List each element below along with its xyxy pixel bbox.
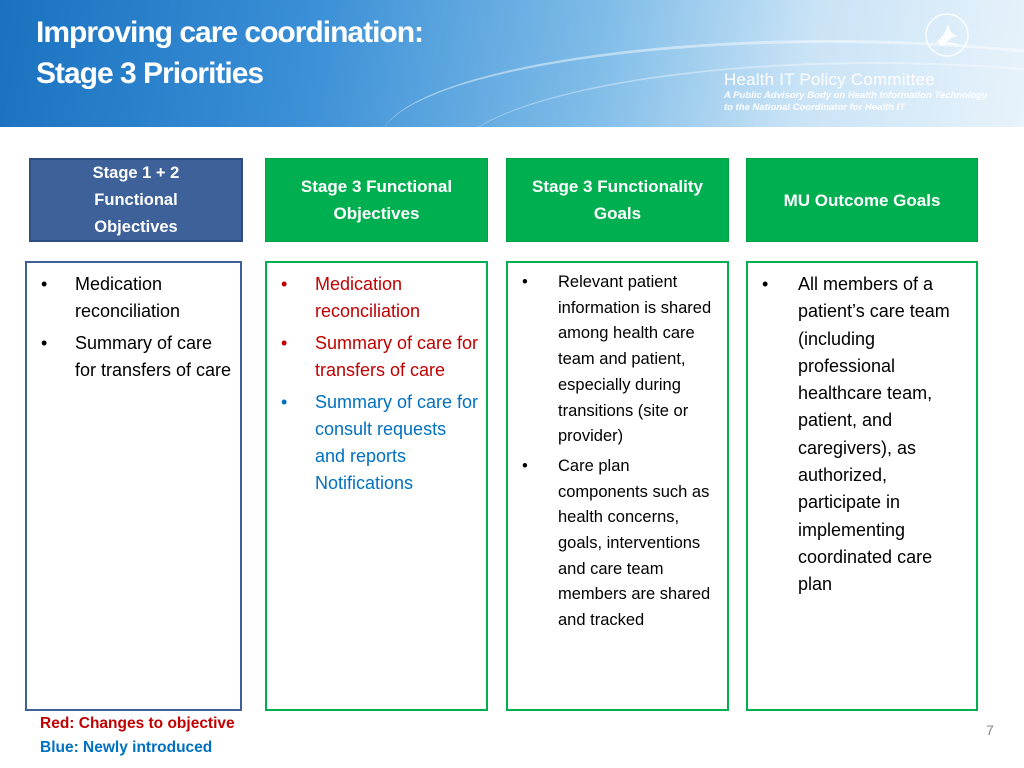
- header-label: Stage 3 Functional Objectives: [300, 177, 453, 223]
- legend-red-label: Red: Changes to objective: [40, 715, 235, 732]
- column-stage-3-goals: • Relevant patient information is shared …: [506, 261, 729, 711]
- list-item: • All members of a patient’s care team (i…: [756, 271, 971, 599]
- bullet-list: • All members of a patient’s care team (i…: [756, 271, 971, 599]
- list-item-text: Medication reconciliation: [315, 274, 421, 321]
- committee-branding: Health IT Policy Committee A Public Advi…: [724, 70, 987, 114]
- bullet-list: • Relevant patient information is shared …: [516, 270, 721, 638]
- list-item-text: Summary of care for consult requests and…: [315, 392, 479, 493]
- bullet-icon: •: [281, 333, 288, 353]
- slide-title: Improving care coordination: Stage 3 Pri…: [36, 12, 424, 94]
- bullet-icon: •: [41, 274, 48, 294]
- committee-name: Health IT Policy Committee: [724, 70, 935, 89]
- bullet-icon: •: [281, 392, 288, 412]
- committee-subtitle-line-2: to the National Coordinator for Health I…: [724, 102, 906, 113]
- list-item-changed: • Medication reconciliation: [275, 271, 480, 325]
- bullet-icon: •: [522, 273, 528, 291]
- column-mu-outcome-goals: • All members of a patient’s care team (i…: [746, 261, 978, 711]
- header-label: MU Outcome Goals: [783, 190, 941, 210]
- bullet-icon: •: [41, 333, 48, 353]
- list-item: • Medication reconciliation: [35, 271, 235, 325]
- list-item-changed: • Summary of care for transfers of care: [275, 330, 480, 384]
- page-number: 7: [986, 722, 994, 738]
- list-item-new: • Summary of care for consult requests an…: [275, 389, 480, 497]
- title-banner: Improving care coordination: Stage 3 Pri…: [0, 0, 1024, 127]
- bullet-list: • Medication reconciliation • Summary of c…: [275, 271, 480, 502]
- header-label: Stage 3 Functionality Goals: [532, 177, 703, 223]
- header-label: Stage 1 + 2 Functional Objectives: [92, 163, 180, 236]
- list-item-text: Summary of care for transfers of care: [315, 333, 479, 380]
- list-item: • Relevant patient information is shared …: [516, 270, 721, 450]
- header-stage-1-2: Stage 1 + 2 Functional Objectives: [29, 158, 243, 242]
- bullet-icon: •: [281, 274, 288, 294]
- hhs-eagle-icon: [925, 13, 969, 57]
- legend-blue-label: Blue: Newly introduced: [40, 739, 213, 756]
- slide-title-line-1: Improving care coordination:: [36, 16, 424, 49]
- column-stage-1-2: • Medication reconciliation • Summary of c…: [25, 261, 242, 711]
- bullet-icon: •: [762, 274, 769, 294]
- bullet-icon: •: [522, 456, 528, 475]
- list-item-text: Medication reconciliation: [75, 274, 181, 321]
- bullet-list: • Medication reconciliation • Summary of c…: [35, 271, 235, 389]
- color-legend: Red: Changes to objective Blue: Newly in…: [40, 712, 235, 760]
- slide-title-line-2: Stage 3 Priorities: [36, 57, 264, 90]
- header-stage-3-objectives: Stage 3 Functional Objectives: [265, 158, 488, 242]
- header-stage-3-goals: Stage 3 Functionality Goals: [506, 158, 729, 242]
- list-item: • Summary of care for transfers of care: [35, 330, 235, 384]
- header-mu-outcome-goals: MU Outcome Goals: [746, 158, 978, 242]
- list-item: • Care plan components such as health con…: [516, 454, 721, 634]
- list-item-text: All members of a patient’s care team (in…: [798, 274, 950, 595]
- column-stage-3-objectives: • Medication reconciliation • Summary of c…: [265, 261, 488, 711]
- list-item-text: Summary of care for transfers of care: [75, 333, 232, 380]
- list-item-text: Care plan components such as health conc…: [558, 456, 711, 630]
- list-item-text: Relevant patient information is shared a…: [558, 273, 712, 446]
- committee-subtitle-line-1: A Public Advisory Body on Health Informa…: [724, 90, 988, 101]
